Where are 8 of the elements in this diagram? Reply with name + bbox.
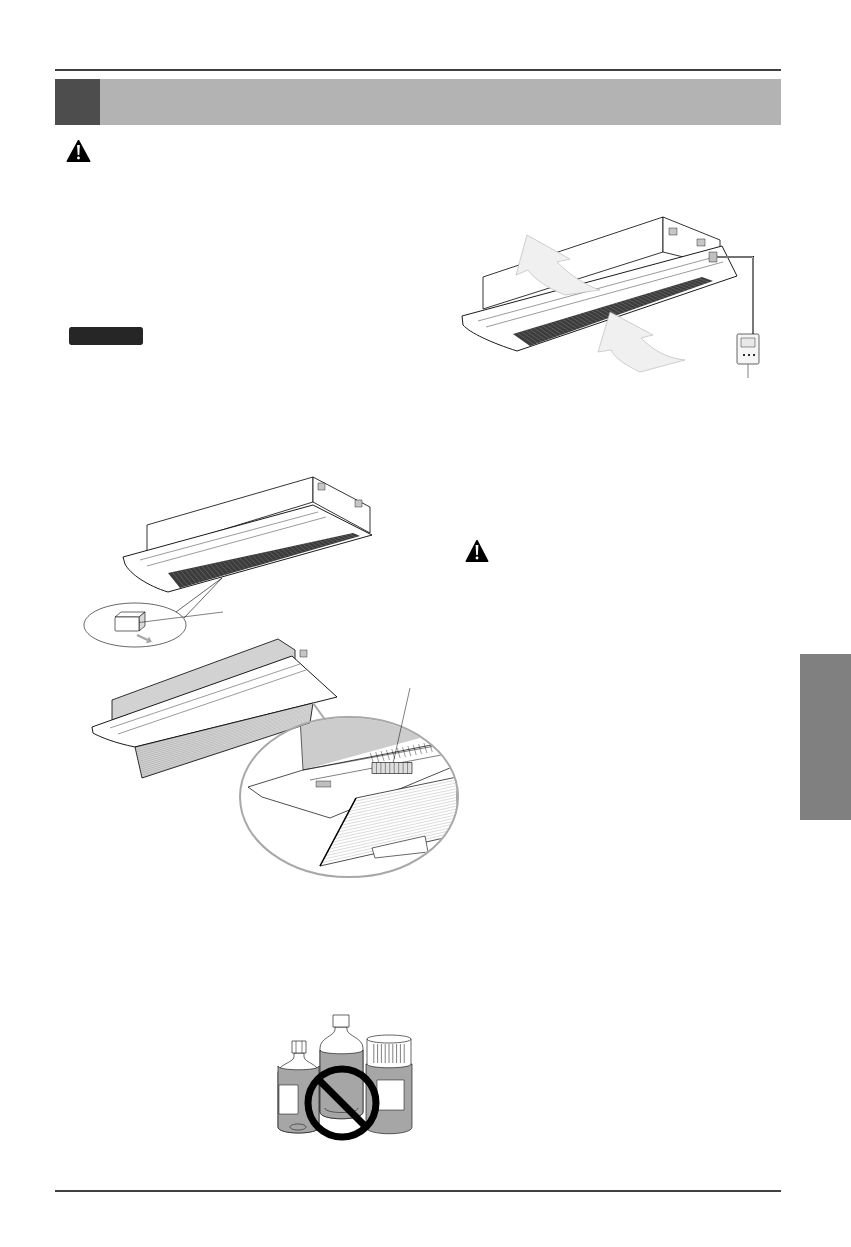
filter — [371, 762, 413, 774]
leader-line — [747, 363, 749, 379]
leader-line — [139, 611, 224, 623]
badge — [69, 327, 143, 345]
leader-line — [393, 687, 411, 763]
side-tab — [800, 654, 851, 820]
clip — [114, 611, 146, 632]
remote-controller — [736, 333, 760, 365]
